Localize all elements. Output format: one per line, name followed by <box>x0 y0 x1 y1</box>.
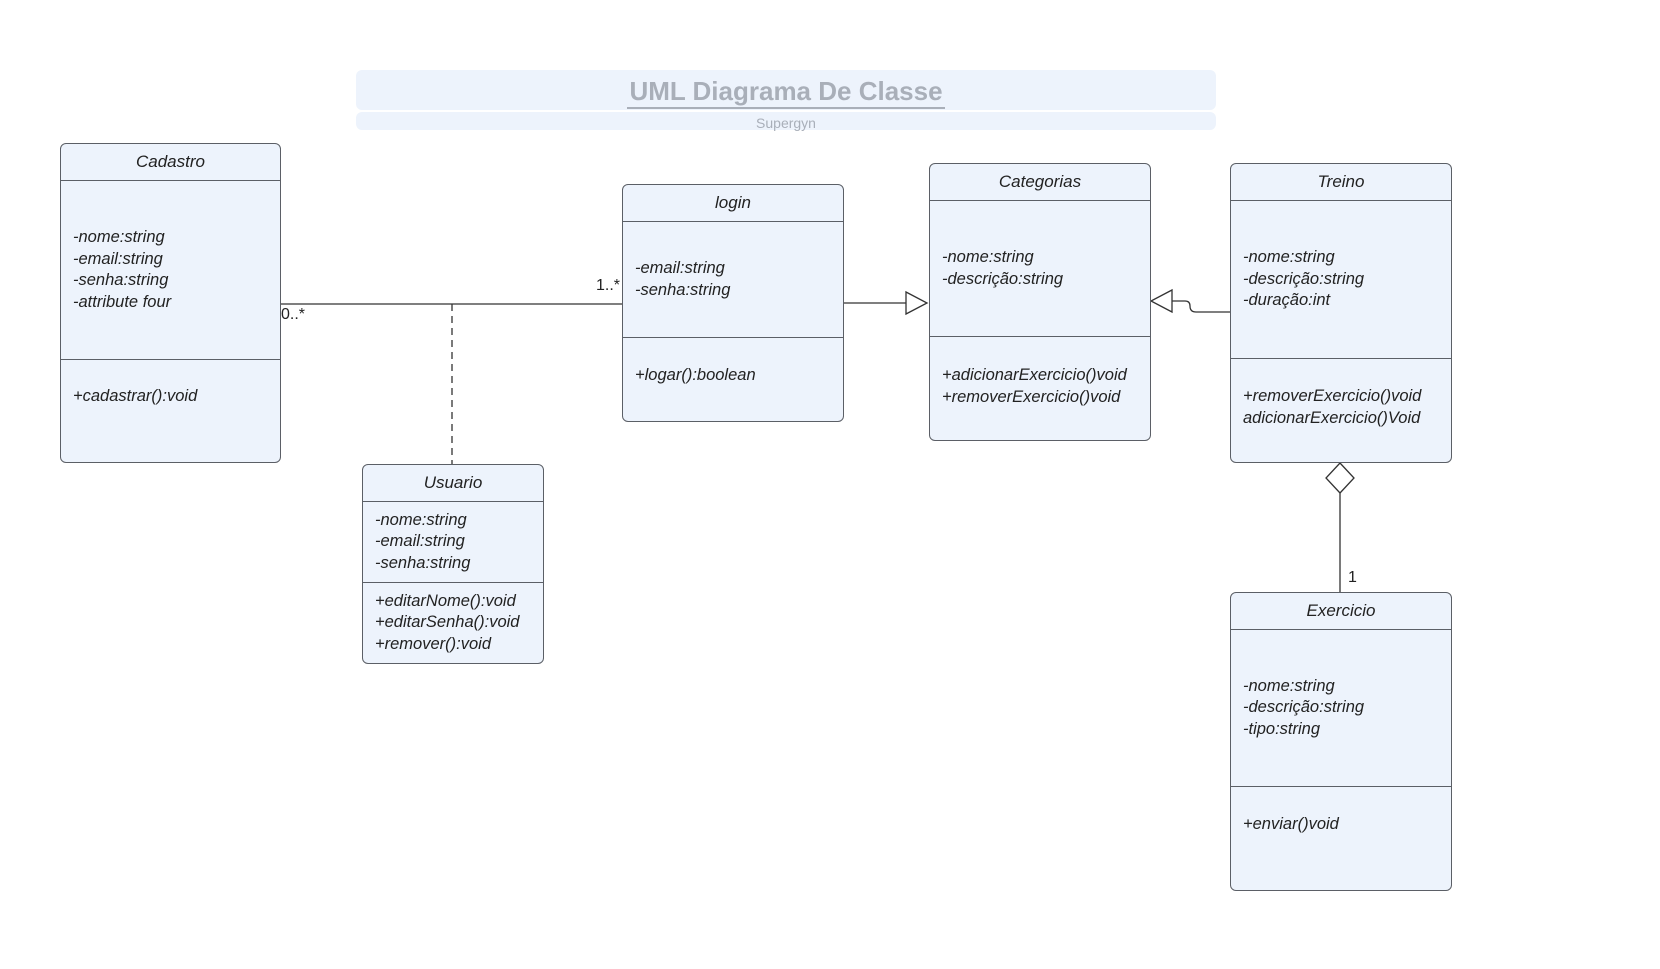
attributes-section: -email:string -senha:string <box>623 222 843 338</box>
class-usuario[interactable]: Usuario -nome:string -email:string -senh… <box>362 464 544 664</box>
attributes-section: -nome:string -descrição:string <box>930 201 1150 337</box>
multiplicity-login: 1..* <box>596 277 621 294</box>
class-categorias[interactable]: Categorias -nome:string -descrição:strin… <box>929 163 1151 441</box>
class-login[interactable]: login -email:string -senha:string +logar… <box>622 184 844 422</box>
attribute: -tipo:string <box>1243 719 1321 738</box>
attribute: -nome:string <box>1243 676 1335 695</box>
attributes-section: -nome:string -email:string -senha:string <box>363 502 543 583</box>
aggregation-diamond <box>1325 462 1355 494</box>
operation: +cadastrar():void <box>73 387 198 405</box>
diagram-title[interactable]: UML Diagrama De Classe <box>356 76 1216 109</box>
attribute: -descrição:string <box>1243 269 1365 288</box>
operation: +editarNome():void <box>375 591 516 610</box>
class-name: Usuario <box>363 465 543 502</box>
operation: +enviar()void <box>1243 815 1339 833</box>
diagram-title-text: UML Diagrama De Classe <box>627 76 945 109</box>
generalization-treino-categorias[interactable] <box>1171 300 1230 313</box>
operations-section: +adicionarExercicio()void +removerExerci… <box>930 337 1150 440</box>
operations-section: +logar():boolean <box>623 338 843 421</box>
operation: adicionarExercicio()Void <box>1243 408 1421 427</box>
class-name: Cadastro <box>61 144 280 181</box>
operations-section: +cadastrar():void <box>61 360 280 462</box>
operation: +removerExercicio()void <box>1243 387 1422 405</box>
attribute: -senha:string <box>375 553 471 572</box>
attribute: -descrição:string <box>1243 698 1365 717</box>
title-band <box>356 70 1216 110</box>
attribute: -senha:string <box>635 280 731 299</box>
operation: +logar():boolean <box>635 366 756 384</box>
multiplicity-cadastro: 0..* <box>281 306 306 323</box>
class-cadastro[interactable]: Cadastro -nome:string -email:string -sen… <box>60 143 281 463</box>
attribute: -email:string <box>635 259 725 277</box>
operation: +editarSenha():void <box>375 613 520 632</box>
operations-section: +editarNome():void +editarSenha():void +… <box>363 583 543 663</box>
attribute: -email:string <box>375 532 465 551</box>
generalization-arrowhead-login <box>905 290 929 316</box>
class-name: Treino <box>1231 164 1451 201</box>
attribute: -attribute four <box>73 292 172 311</box>
attribute: -nome:string <box>1243 248 1335 267</box>
attribute: -nome:string <box>73 228 165 246</box>
class-treino[interactable]: Treino -nome:string -descrição:string -d… <box>1230 163 1452 463</box>
generalization-arrowhead-treino <box>1149 288 1173 314</box>
diagram-subtitle[interactable]: Supergyn <box>756 115 816 131</box>
class-name: login <box>623 185 843 222</box>
attributes-section: -nome:string -email:string -senha:string… <box>61 181 280 360</box>
operations-section: +removerExercicio()void adicionarExercic… <box>1231 359 1451 462</box>
operation: +adicionarExercicio()void <box>942 366 1127 384</box>
class-exercicio[interactable]: Exercicio -nome:string -descrição:string… <box>1230 592 1452 891</box>
multiplicity-exercicio: 1 <box>1348 569 1357 586</box>
attribute: -email:string <box>73 249 163 268</box>
attribute: -nome:string <box>942 248 1034 266</box>
class-name: Categorias <box>930 164 1150 201</box>
attribute: -nome:string <box>375 510 467 529</box>
operations-section: +enviar()void <box>1231 787 1451 890</box>
attribute: -duração:int <box>1243 291 1331 310</box>
attribute: -descrição:string <box>942 269 1064 288</box>
subtitle-band <box>356 112 1216 130</box>
attributes-section: -nome:string -descrição:string -duração:… <box>1231 201 1451 359</box>
class-name: Exercicio <box>1231 593 1451 630</box>
operation: +remover():void <box>375 634 491 653</box>
attributes-section: -nome:string -descrição:string -tipo:str… <box>1231 630 1451 787</box>
attribute: -senha:string <box>73 271 169 289</box>
operation: +removerExercicio()void <box>942 387 1121 406</box>
